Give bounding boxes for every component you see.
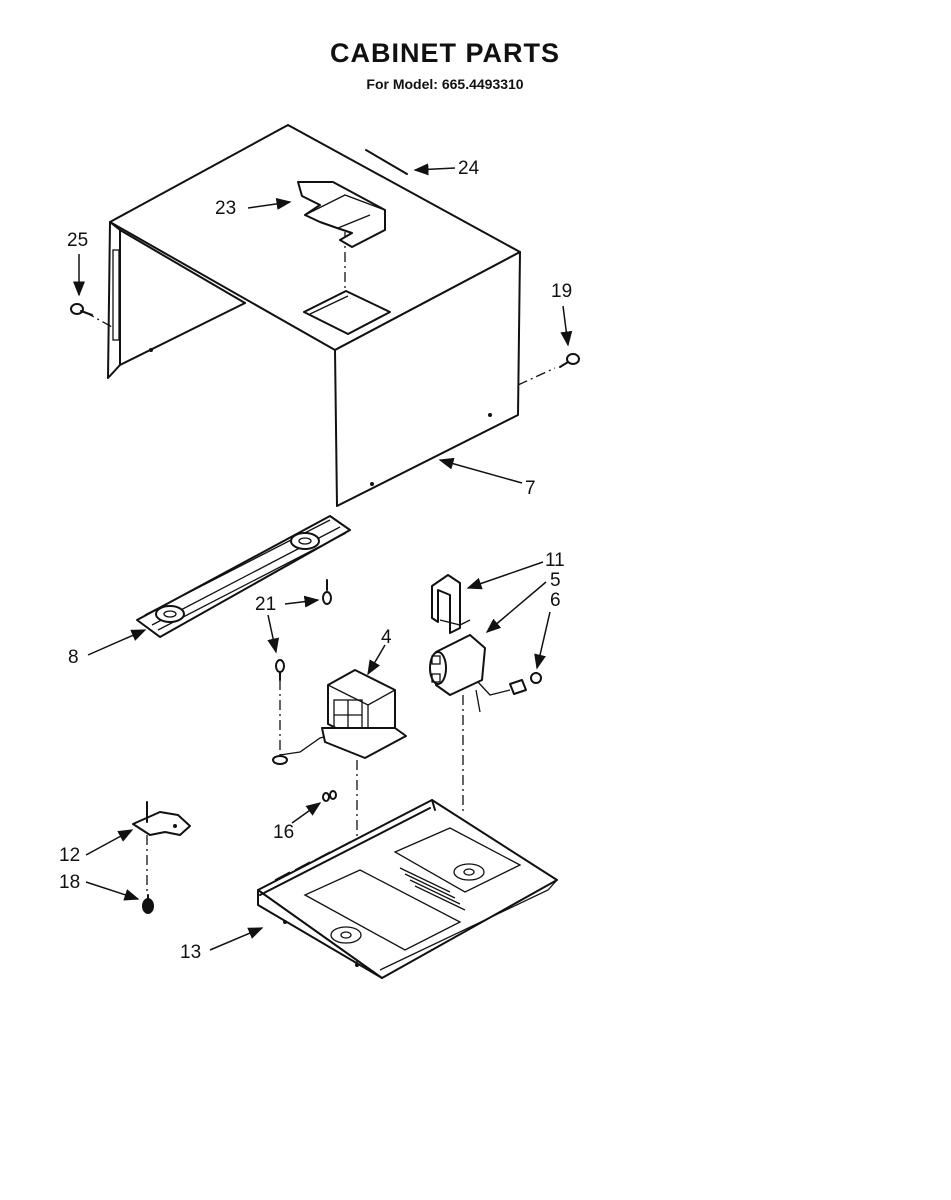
callout-16: 16 <box>273 822 294 843</box>
part-6-diode <box>475 672 542 713</box>
callout-6: 6 <box>550 590 561 611</box>
callout-4: 4 <box>381 627 392 648</box>
part-13-base <box>257 799 558 979</box>
part-12-plate <box>132 801 191 895</box>
part-8-rail <box>136 515 351 638</box>
callout-leaders <box>73 163 573 951</box>
callout-8: 8 <box>68 647 79 668</box>
callout-5: 5 <box>550 570 561 591</box>
page-title: CABINET PARTS <box>329 38 560 68</box>
part-11-bracket <box>431 574 471 634</box>
callout-25: 25 <box>67 230 88 251</box>
part-23-bracket <box>297 181 386 248</box>
callout-24: 24 <box>458 158 480 179</box>
callout-7: 7 <box>525 478 536 499</box>
part-25-screw <box>70 303 93 316</box>
callout-13: 13 <box>180 942 201 963</box>
part-5-capacitor <box>429 634 486 815</box>
callout-11: 11 <box>545 550 565 571</box>
callout-19: 19 <box>551 281 572 302</box>
part-18-screw <box>142 894 154 914</box>
callout-21: 21 <box>255 594 276 615</box>
model-subtitle: For Model: 665.4493310 <box>366 76 524 92</box>
callout-18: 18 <box>59 872 80 893</box>
callout-12: 12 <box>59 845 80 866</box>
callout-23: 23 <box>215 198 236 219</box>
part-24-strip <box>365 149 408 175</box>
cabinet-wrapper <box>84 124 556 507</box>
part-16-clip <box>322 790 337 802</box>
part-19-screw <box>559 353 580 368</box>
